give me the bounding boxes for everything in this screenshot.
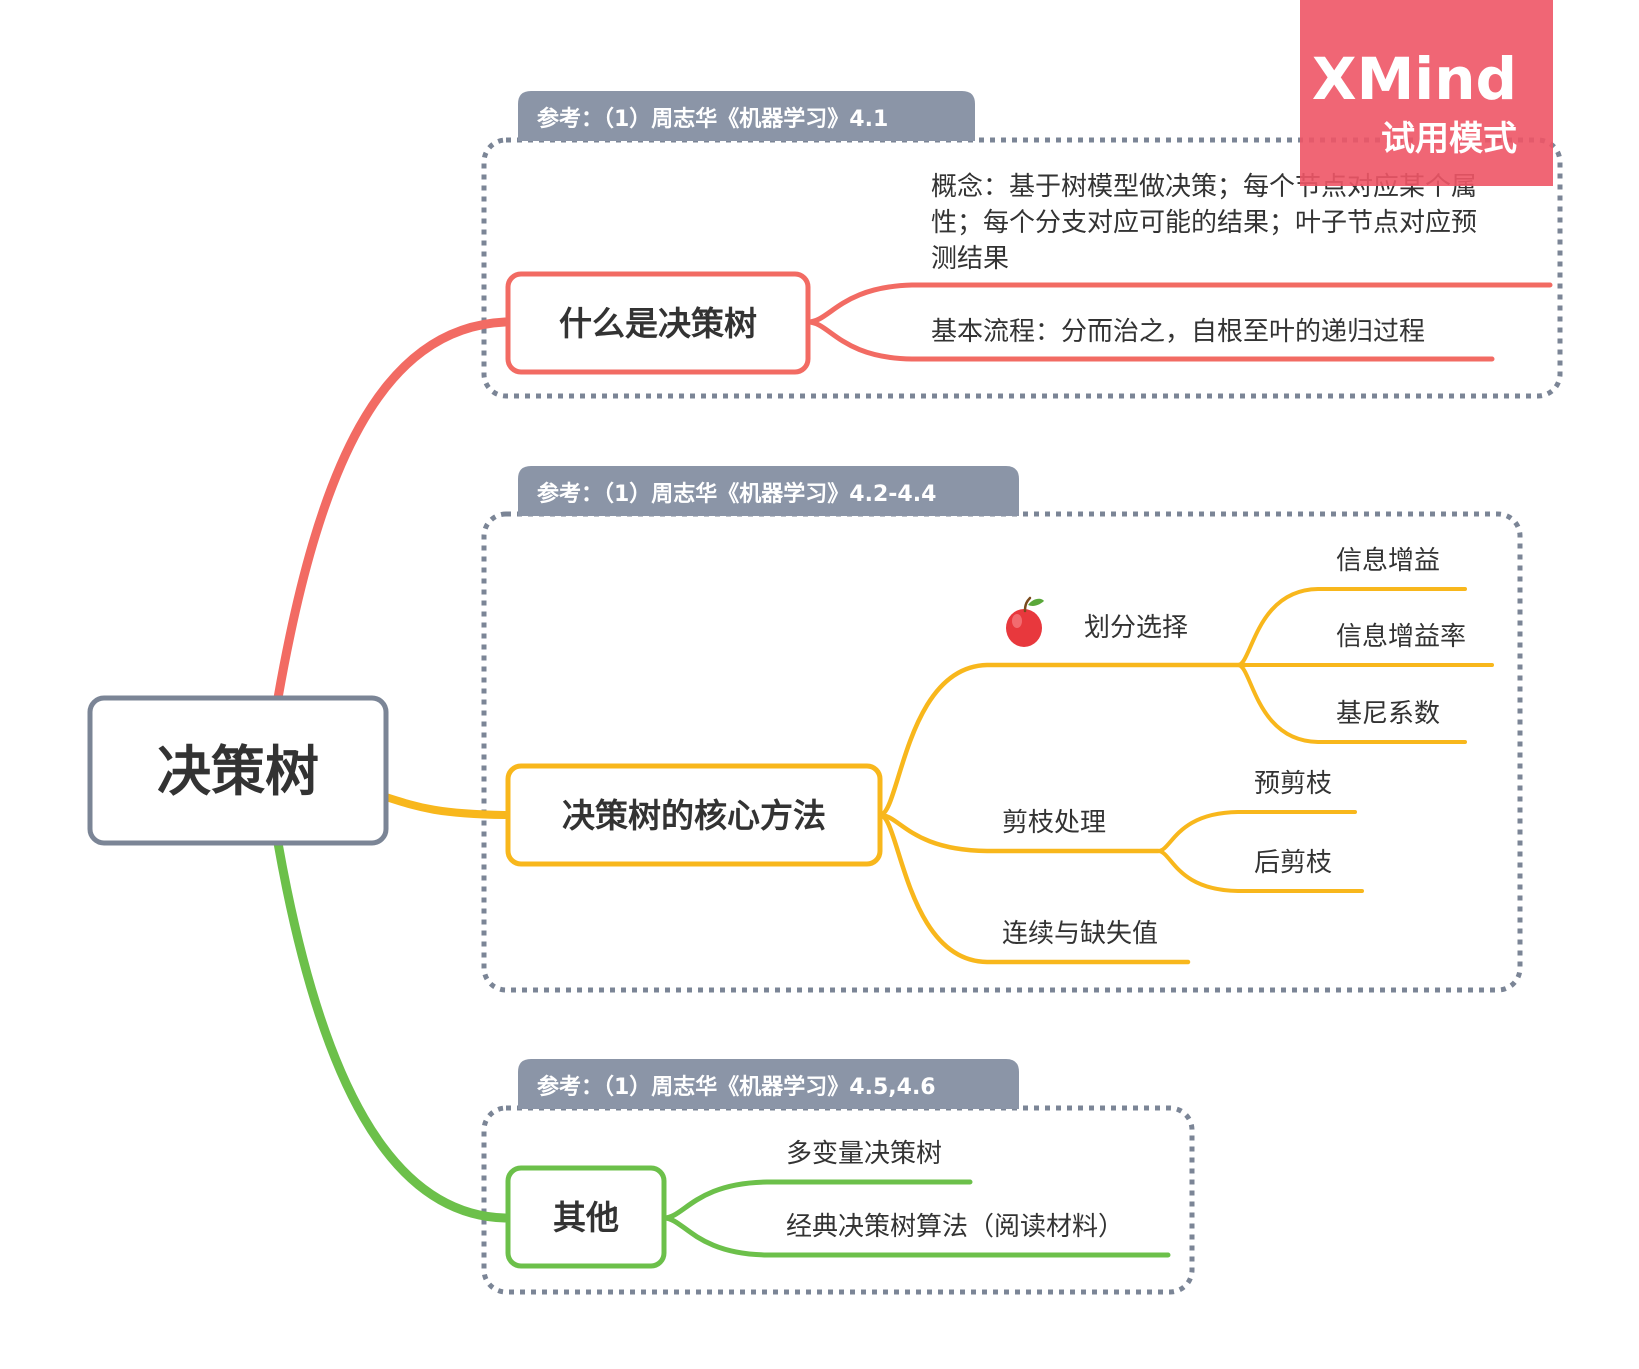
reference-tag-what[interactable]: 参考：（1）周志华《机器学习》4.1 xyxy=(518,91,975,141)
connector-split-infogain xyxy=(1236,587,1467,667)
connector-what-concept xyxy=(805,282,1553,325)
topic-basic-process[interactable]: 基本流程：分而治之，自根至叶的递归过程 xyxy=(931,317,1425,347)
connector-other-classic xyxy=(661,1215,1171,1258)
branch-label: 决策树的核心方法 xyxy=(562,796,826,835)
connector-core-split xyxy=(877,662,1248,818)
topic-pruning[interactable]: 剪枝处理 xyxy=(1002,808,1106,838)
boundary-what xyxy=(481,137,1563,399)
topic-multivariate-tree[interactable]: 多变量决策树 xyxy=(786,1139,942,1169)
topic-label: 信息增益 xyxy=(1336,546,1440,576)
topic-label: 预剪枝 xyxy=(1254,769,1332,799)
topic-label: 划分选择 xyxy=(1084,613,1188,643)
topic-continuous-missing[interactable]: 连续与缺失值 xyxy=(1002,919,1158,949)
topic-post-pruning[interactable]: 后剪枝 xyxy=(1254,848,1332,878)
reference-tag-text: 参考：（1）周志华《机器学习》4.2-4.4 xyxy=(537,481,936,507)
connector-root-core xyxy=(382,793,509,819)
connector-prune-pre xyxy=(1156,810,1357,853)
branch-label: 其他 xyxy=(553,1198,619,1237)
topic-classic-algorithms[interactable]: 经典决策树算法（阅读材料） xyxy=(786,1212,1124,1242)
apple-icon xyxy=(1006,596,1044,647)
reference-tag-text: 参考：（1）周志华《机器学习》4.5,4.6 xyxy=(537,1074,936,1100)
topic-label: 信息增益率 xyxy=(1336,622,1466,652)
topic-label: 剪枝处理 xyxy=(1002,808,1106,838)
topic-label: 连续与缺失值 xyxy=(1002,919,1158,949)
connector-what-process xyxy=(805,319,1495,362)
topic-label: 后剪枝 xyxy=(1254,848,1332,878)
topic-information-gain[interactable]: 信息增益 xyxy=(1336,546,1440,576)
connector-core-continuous xyxy=(877,812,1191,965)
topic-pre-pruning[interactable]: 预剪枝 xyxy=(1254,769,1332,799)
topic-line: 基本流程：分而治之，自根至叶的递归过程 xyxy=(931,317,1425,347)
root-label: 决策树 xyxy=(157,740,319,803)
root-node[interactable]: 决策树 xyxy=(87,695,389,846)
topic-line: 性；每个分支对应可能的结果；叶子节点对应预 xyxy=(931,208,1477,238)
topic-label: 基尼系数 xyxy=(1336,699,1440,729)
connector-other-multivar xyxy=(661,1179,973,1221)
topic-concept[interactable]: 概念：基于树模型做决策；每个节点对应某个属 性；每个分支对应可能的结果；叶子节点… xyxy=(931,172,1477,274)
watermark-subtitle: 试用模式 xyxy=(1381,119,1517,159)
branch-node-what[interactable]: 什么是决策树 xyxy=(505,271,811,375)
reference-tag-other[interactable]: 参考：（1）周志华《机器学习》4.5,4.6 xyxy=(518,1059,1019,1109)
branch-node-core[interactable]: 决策树的核心方法 xyxy=(505,763,883,867)
branch-label: 什么是决策树 xyxy=(559,304,757,343)
connector-prune-post xyxy=(1156,849,1364,893)
reference-tag-core[interactable]: 参考：（1）周志华《机器学习》4.2-4.4 xyxy=(518,466,1019,516)
connector-split-gini xyxy=(1236,663,1467,744)
topic-gain-ratio[interactable]: 信息增益率 xyxy=(1336,622,1466,652)
xmind-watermark: XMind 试用模式 xyxy=(1300,0,1553,186)
connector-core-prune xyxy=(877,812,1161,854)
topic-label: 经典决策树算法（阅读材料） xyxy=(786,1212,1124,1242)
connector-root-what xyxy=(273,317,510,703)
watermark-title: XMind xyxy=(1312,45,1517,113)
reference-tag-text: 参考：（1）周志华《机器学习》4.1 xyxy=(537,106,888,132)
topic-line: 测结果 xyxy=(931,244,1009,274)
branch-node-other[interactable]: 其他 xyxy=(505,1165,667,1269)
topic-gini-index[interactable]: 基尼系数 xyxy=(1336,699,1440,729)
topic-split-selection[interactable]: 划分选择 xyxy=(1006,596,1188,647)
connector-root-other xyxy=(273,838,510,1223)
topic-label: 多变量决策树 xyxy=(786,1139,942,1169)
